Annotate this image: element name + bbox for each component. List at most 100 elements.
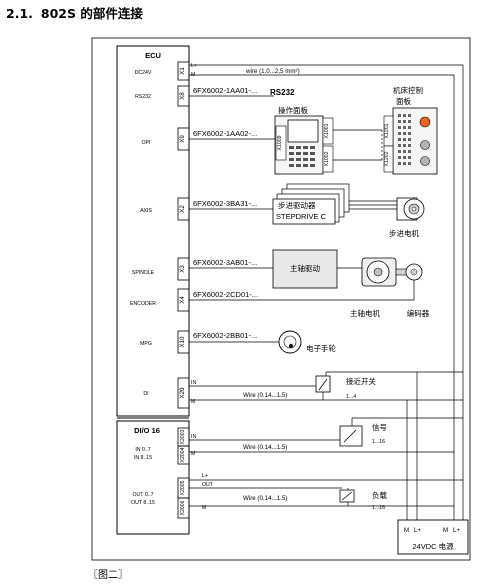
- ecu-label-opi: OPI: [142, 140, 151, 146]
- op-x1001-label: X1001: [324, 123, 330, 138]
- stepper-motor-icon: [396, 197, 425, 221]
- connector-x3-label: X3: [179, 265, 186, 273]
- psu-terminal-lplus1: L+: [414, 527, 421, 534]
- handwheel-label: 电子手轮: [306, 343, 336, 353]
- spindle-part-number: 6FX6002-3AB01-...: [193, 258, 257, 267]
- connector-x3: [177, 257, 190, 281]
- connector-x1: [177, 61, 190, 81]
- mcp-x1202-label: X1202: [384, 151, 390, 166]
- op-panel-screen: [287, 119, 319, 143]
- handwheel-icon: [278, 330, 302, 354]
- rs232-part-number: 6FX6002-1AA01-...: [193, 86, 257, 95]
- signal-range: 1...16: [372, 439, 385, 445]
- stepper-motor-cables: [349, 200, 397, 210]
- connector-x2004-label: X2004: [180, 447, 186, 462]
- ecu-label-di: DI: [143, 391, 148, 397]
- op-connector-x1009: [275, 125, 287, 161]
- op-panel-keypad: [289, 146, 315, 167]
- opi-part-number: 6FX6002-1AA02-...: [193, 129, 257, 138]
- dio-in-wire-label: Wire (0.14...1.5): [243, 444, 287, 451]
- dio-title: DI/O 16: [134, 426, 160, 435]
- mcp-cables: [333, 129, 383, 161]
- connector-x20: [177, 377, 190, 409]
- op-x1002-label: X1002: [324, 151, 330, 166]
- psu-feed-wires: [406, 372, 418, 520]
- load-range: 1...16: [372, 505, 385, 511]
- dio-pin-out: OUT: [202, 482, 214, 488]
- mcp-knob-grey-1: [420, 140, 430, 150]
- psu-terminal-m1: M: [404, 527, 409, 534]
- dio-output-wiring: [189, 479, 463, 507]
- connector-x10-label: X10: [179, 336, 186, 348]
- encoder-part-number: 6FX6002-2CD01-...: [193, 290, 258, 299]
- ecu-label-dc24v: DC24V: [135, 70, 152, 76]
- ecu-label-spindle: SPINDLE: [132, 270, 155, 276]
- stepper-drive: [272, 183, 350, 225]
- connector-x9-label: X9: [179, 135, 186, 143]
- mcp-title-line1: 机床控制: [393, 85, 423, 95]
- ecu-connectors: [177, 61, 190, 409]
- connector-x2-label: X2: [179, 205, 186, 213]
- connector-x2005-label: X2005: [180, 480, 186, 495]
- connector-x1-label: X1: [179, 67, 186, 75]
- x20-pin-in: IN: [191, 380, 196, 386]
- rs232-label: RS232: [270, 88, 295, 97]
- load-label: 负载: [372, 490, 387, 500]
- connector-x20-label: X20: [179, 387, 186, 399]
- connector-x2003-label: X2003: [180, 429, 186, 444]
- x1-pin-lplus: L+: [191, 63, 197, 69]
- spindle-drive: [272, 249, 338, 289]
- diagram-frame: [91, 37, 471, 561]
- x20-pin-m: M: [191, 399, 195, 405]
- spindle-motor-icon: [361, 257, 409, 287]
- stepper-motor-label: 步进电机: [389, 228, 419, 238]
- dio-module: [116, 420, 190, 535]
- section-title: 802S 的部件连接: [40, 6, 143, 21]
- stepper-drive-label: 步进驱动器: [278, 200, 316, 210]
- psu-terminal-m2: M: [443, 527, 448, 534]
- encoder-label: 编码器: [407, 308, 430, 318]
- psu-terminal-lplus2: L+: [453, 527, 460, 534]
- spindle-drive-label: 主轴驱动: [290, 263, 320, 273]
- dio-input-wiring: [189, 417, 463, 453]
- ecu-module: [116, 45, 190, 417]
- op-x1009-label: X1009: [277, 135, 283, 150]
- psu-label: 24VDC 电源: [412, 541, 454, 551]
- proximity-switch-label: 接近开关: [346, 376, 376, 386]
- mpg-part-number: 6FX6002-2BB01-...: [193, 331, 257, 340]
- power-wire-lplus: [189, 64, 464, 520]
- proximity-switch-range: 1...4: [346, 394, 356, 400]
- section-heading: 2.1.802S 的部件连接: [6, 3, 143, 22]
- op-connector-x1002: [322, 145, 334, 173]
- encoder-cable: [189, 280, 415, 301]
- dio-out-range-1: OUT 0..7: [133, 492, 154, 498]
- mcp-knob-orange: [419, 116, 431, 128]
- figure-caption: 〖图二〗: [88, 570, 128, 581]
- signal-label: 信号: [372, 422, 387, 432]
- power-wire-label: wire (1,0...2,5 mm²): [245, 68, 300, 75]
- connector-x4-label: X4: [179, 296, 186, 304]
- op-panel-label: 操作面板: [278, 105, 308, 115]
- power-supply-24vdc: [397, 519, 469, 555]
- dio-out-range-2: OUT 8..15: [131, 500, 155, 506]
- mcp-buttons: [398, 114, 411, 165]
- axis-part-number: 6FX6002-3BA31-...: [193, 199, 257, 208]
- stepper-drive-model: STEPDRIVE C: [276, 212, 327, 221]
- spindle-motor-label: 主轴电机: [350, 308, 380, 318]
- dio-in-range-1: IN 0..7: [135, 447, 150, 453]
- ecu-label-rs232: RS232: [135, 94, 151, 100]
- dio-in-range-2: IN 8..15: [134, 455, 152, 461]
- proximity-switch-icon: [315, 375, 331, 400]
- connector-x2004: [177, 445, 190, 465]
- ecu-label-encoder: ENCODER: [130, 301, 156, 307]
- connector-x8-label: X8: [179, 92, 186, 100]
- connector-x2006-label: X2006: [180, 500, 186, 515]
- load-icon: [339, 489, 355, 503]
- dio-pin-in: IN: [191, 434, 196, 440]
- dio-out-wire-label: Wire (0.14...1.5): [243, 495, 287, 502]
- operator-panel: [274, 115, 334, 175]
- dio-pin-m-out: M: [202, 505, 206, 511]
- dio-pin-lplus: L+: [202, 473, 208, 479]
- connector-x2006: [177, 497, 190, 519]
